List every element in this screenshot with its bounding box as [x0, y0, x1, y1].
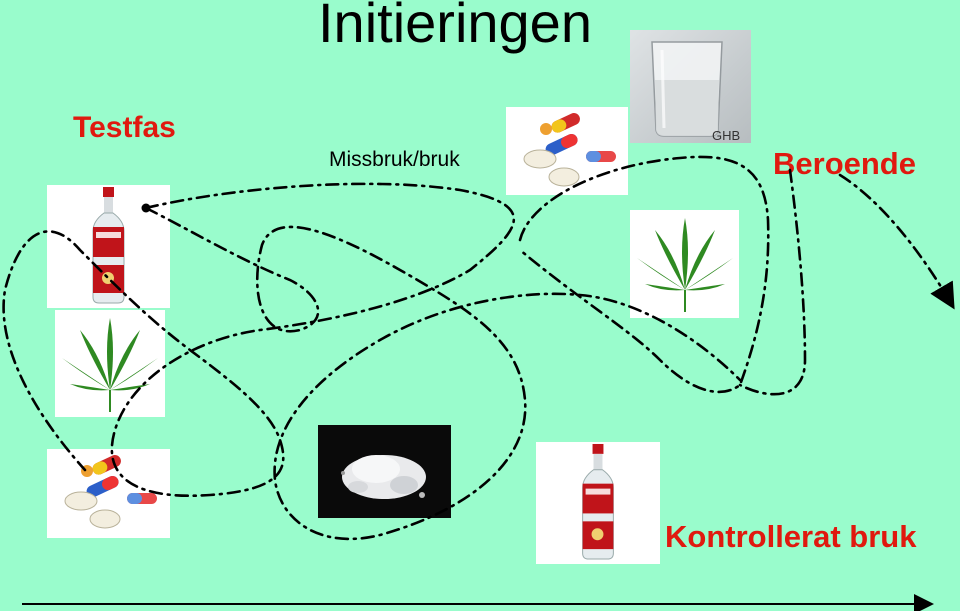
- cannabis-leaf-image-right: [630, 210, 739, 318]
- cannabis-leaf-image-left: [55, 310, 165, 417]
- vodka-bottle-image-left: [47, 185, 170, 308]
- pills-image-top: [506, 107, 628, 195]
- stage-label-kontrollerat: Kontrollerat bruk: [665, 519, 917, 554]
- cannabis-leaf-icon: [637, 218, 733, 312]
- powder-image: [318, 425, 451, 518]
- slide-title: Initieringen: [318, 0, 592, 54]
- stage-label-testfas: Testfas: [73, 111, 176, 144]
- powder-icon: [341, 455, 426, 499]
- journey-path-right-loop: [738, 168, 807, 396]
- ghb-label: GHB: [712, 128, 740, 143]
- ghb-glass-image: GHB: [630, 30, 751, 143]
- stage-label-missbruk: Missbruk/bruk: [329, 148, 460, 171]
- pills-icon: [523, 113, 616, 187]
- journey-path-exit: [838, 173, 955, 310]
- vodka-bottle-icon: [582, 443, 614, 560]
- pills-image-left: [47, 449, 170, 538]
- vodka-bottle-image-right: [536, 442, 660, 564]
- stage-label-beroende: Beroende: [773, 146, 916, 181]
- vodka-bottle-icon: [92, 187, 125, 304]
- pills-icon: [64, 455, 157, 529]
- glass-icon: GHB: [651, 41, 740, 143]
- cannabis-leaf-icon: [62, 318, 158, 412]
